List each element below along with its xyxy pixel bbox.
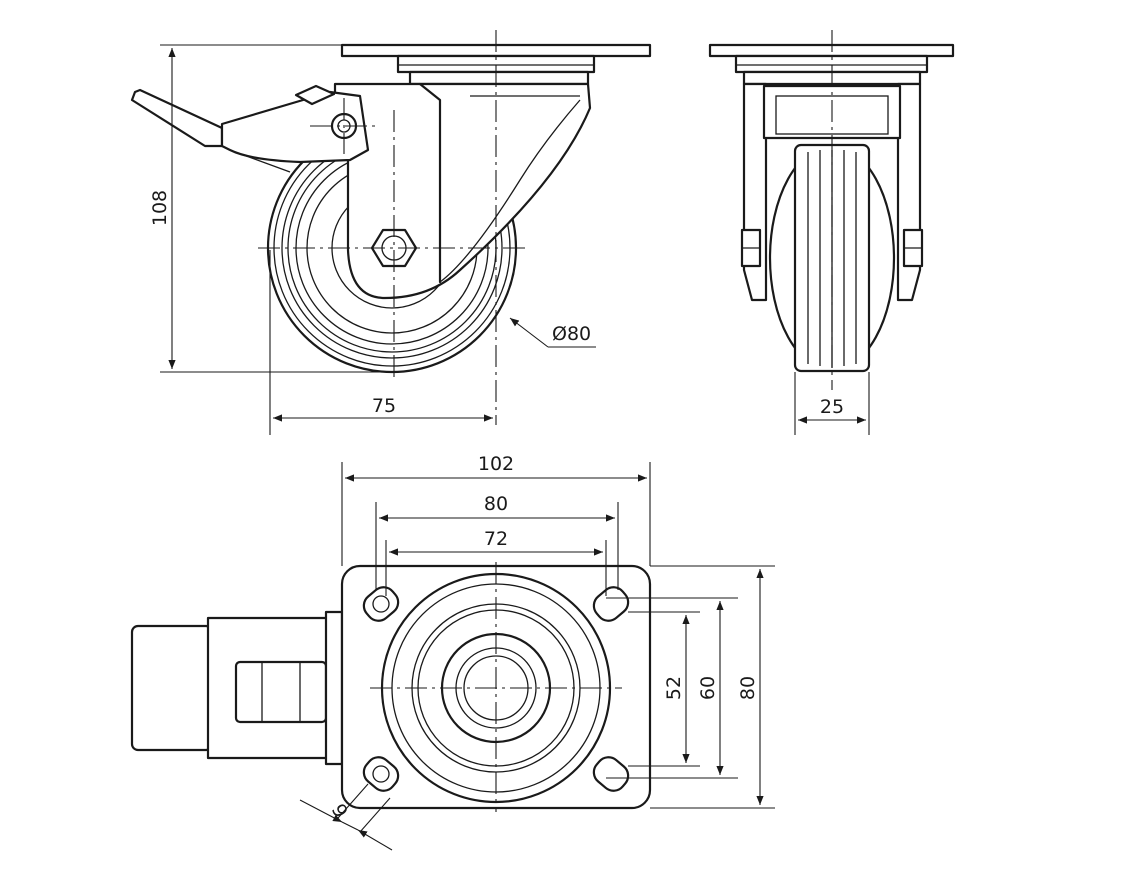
dim-hole-spacing-v-inner: 52 (663, 676, 685, 700)
dim-wheel-width: 25 (820, 396, 844, 418)
dim-height: 108 (149, 190, 171, 226)
dim-plate-width: 102 (478, 453, 514, 475)
dim-offset: 75 (372, 395, 396, 417)
brake-pedal (130, 84, 370, 173)
dim-hole-spacing-v-mid: 60 (697, 676, 719, 700)
top-view: 102 80 72 52 60 80 9 (130, 453, 775, 851)
dim-plate-length: 80 (737, 676, 759, 700)
dim-wheel-diameter: Ø80 (552, 323, 591, 345)
dim-hole-spacing-inner: 72 (484, 528, 508, 550)
dim-hole-spacing-outer: 80 (484, 493, 508, 515)
dim-bolt-hole: 9 (327, 800, 352, 821)
side-view: 108 75 Ø80 (130, 30, 652, 435)
front-view: 25 (708, 30, 955, 435)
mounting-holes (362, 586, 630, 792)
